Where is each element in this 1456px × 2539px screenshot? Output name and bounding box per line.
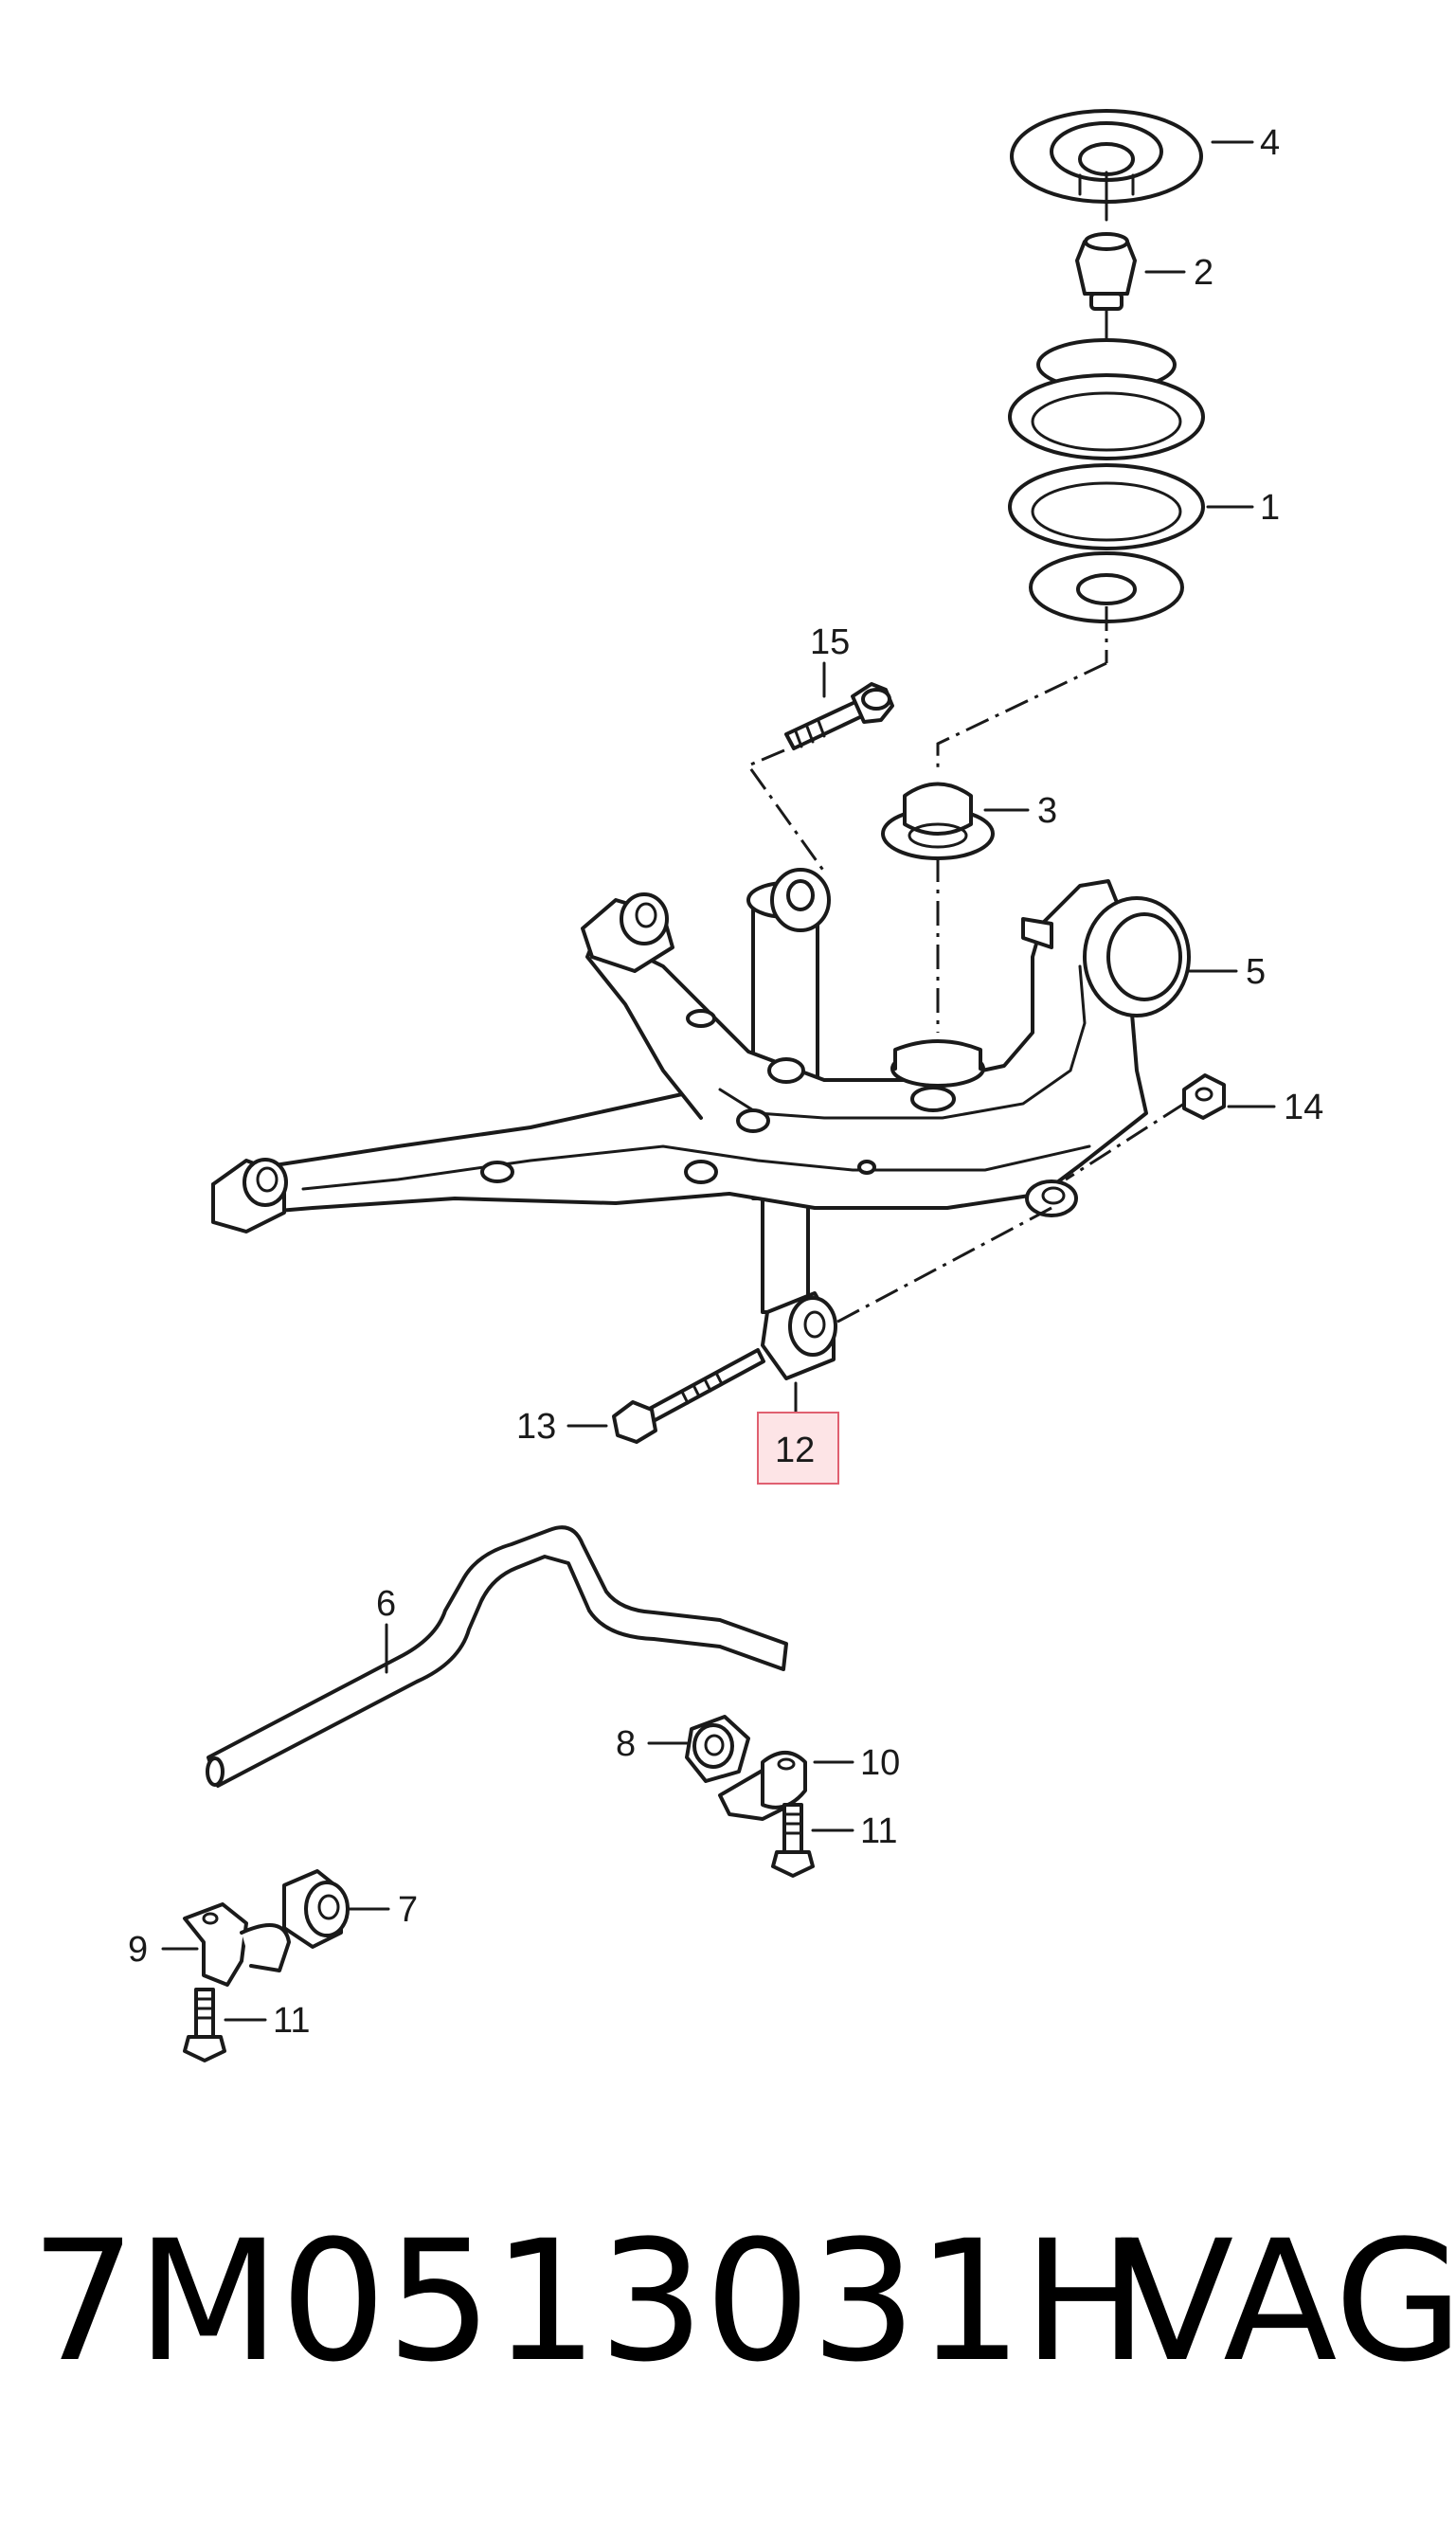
label-11a: 11 xyxy=(860,1811,897,1851)
left-bushing xyxy=(211,1158,288,1233)
stabilizer-bushing-left xyxy=(282,1869,350,1949)
clamp-bolt-left xyxy=(183,1988,226,2062)
spring-seat xyxy=(881,782,995,860)
label-3: 3 xyxy=(1037,791,1057,831)
clamp-bolt-right xyxy=(771,1803,815,1878)
label-8: 8 xyxy=(616,1724,636,1764)
label-10: 10 xyxy=(860,1743,900,1783)
brand-name: VAG xyxy=(1120,2205,1456,2399)
shock-bushing xyxy=(761,1291,837,1380)
label-14: 14 xyxy=(1284,1088,1323,1127)
upper-bushing xyxy=(581,892,674,973)
stabilizer-clamp-left xyxy=(183,1902,291,1987)
dash-line xyxy=(746,748,826,873)
stabilizer-bar xyxy=(206,1525,788,1788)
highlight-box xyxy=(757,1412,839,1485)
label-12: 12 xyxy=(775,1431,815,1470)
label-5: 5 xyxy=(1246,952,1266,992)
label-11b: 11 xyxy=(273,2001,310,2041)
label-6: 6 xyxy=(376,1584,396,1624)
label-7: 7 xyxy=(398,1890,418,1930)
bump-stop xyxy=(1075,232,1137,311)
nut xyxy=(1182,1073,1226,1120)
dash-line xyxy=(936,661,1107,767)
hub-carrier xyxy=(1021,896,1191,1017)
label-1: 1 xyxy=(1260,488,1280,528)
upper-bolt xyxy=(784,682,894,750)
label-9: 9 xyxy=(128,1930,148,1970)
footer: 7M0513031H VAG xyxy=(30,2205,1456,2399)
dash-line xyxy=(828,1206,1052,1328)
coil-spring xyxy=(1008,338,1205,623)
trailing-arm-subframe xyxy=(211,879,1148,1224)
long-bolt xyxy=(612,1348,765,1444)
leader-lines xyxy=(161,140,1276,2022)
stabilizer-bushing-right xyxy=(685,1715,750,1783)
spring-top-mount xyxy=(1010,109,1203,204)
label-2: 2 xyxy=(1194,253,1213,293)
label-15: 15 xyxy=(810,622,850,662)
label-13: 13 xyxy=(516,1407,556,1447)
part-number: 7M0513031H xyxy=(30,2205,1149,2399)
subframe-spring-seat xyxy=(890,1039,985,1088)
lower-bushing xyxy=(1025,1179,1078,1217)
dash-line xyxy=(1065,1102,1185,1181)
label-4: 4 xyxy=(1260,123,1280,163)
